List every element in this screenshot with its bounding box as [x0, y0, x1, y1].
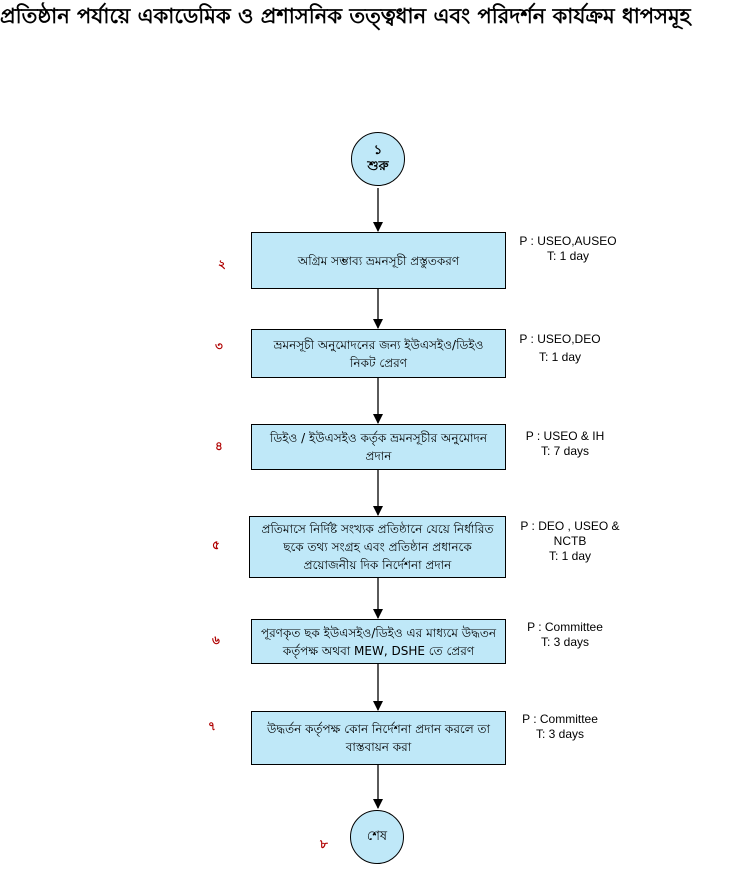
step-box: অগ্রিম সম্ভাব্য ভ্রমনসূচী প্রস্তুতকরণ — [251, 232, 506, 289]
step-t: T: 1 day — [546, 249, 590, 263]
step-p: P : USEO & IH — [525, 429, 605, 443]
step-box: প্রতিমাসে নির্দিষ্ট সংখ্যক প্রতিষ্ঠানে য… — [249, 516, 506, 578]
step-box: পূরণকৃত ছক ইউএসইও/ডিইও এর মাধ্যমে উদ্ধতন… — [251, 619, 506, 664]
step-number: ৬ — [212, 633, 220, 647]
step-t: T: 3 days — [535, 727, 585, 741]
start-number: ১ — [373, 143, 383, 158]
page-title: প্রতিষ্ঠান পর্যায়ে একাডেমিক ও প্রশাসনিক… — [0, 4, 691, 28]
step-number: ৫ — [212, 538, 220, 552]
end-node: শেষ — [350, 810, 404, 864]
step-p: P : USEO,DEO — [519, 332, 601, 346]
step-t: T: 3 days — [540, 635, 590, 649]
step-p: P : Committee — [522, 712, 598, 726]
step-t: T: 1 day — [548, 549, 592, 563]
step-number: ৭ — [208, 719, 216, 733]
step-box: ভ্রমনসূচী অনুমোদনের জন্য ইউএসইও/ডিইও নিক… — [251, 329, 506, 378]
step-number: ৩ — [215, 339, 223, 353]
step-number: ৪ — [215, 439, 223, 453]
start-label: শুরু — [367, 159, 389, 174]
start-node: ১ শুরু — [351, 132, 405, 186]
step-number: ২ — [218, 257, 226, 271]
end-number: ৮ — [320, 837, 328, 851]
step-t: T: 7 days — [540, 444, 590, 458]
step-p: P : DEO , USEO & NCTB — [520, 519, 620, 548]
step-p: P : USEO,AUSEO — [519, 234, 617, 248]
end-label: শেষ — [366, 829, 388, 844]
step-t: T: 1 day — [538, 350, 582, 364]
step-box: ডিইও / ইউএসইও কর্তৃক ভ্রমনসূচীর অনুমোদন … — [251, 424, 506, 470]
step-p: P : Committee — [527, 620, 603, 634]
step-box: উদ্ধর্তন কর্তৃপক্ষ কোন নির্দেশনা প্রদান … — [251, 711, 506, 765]
